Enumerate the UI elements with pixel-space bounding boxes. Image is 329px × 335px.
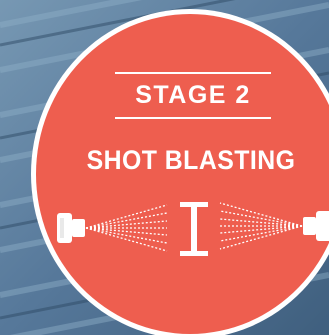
divider-bottom: [115, 117, 271, 119]
divider-top: [115, 72, 271, 74]
stage-label: STAGE 2: [86, 79, 300, 111]
badge-title: SHOT BLASTING: [67, 140, 315, 180]
